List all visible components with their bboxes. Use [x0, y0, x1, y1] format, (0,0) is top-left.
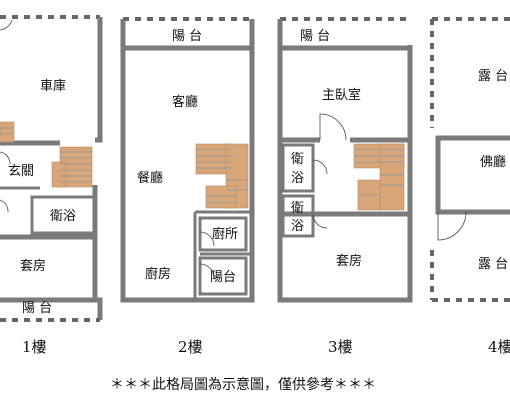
- room-shrine-label: 佛廳: [480, 154, 506, 170]
- floor-3-stairs: [353, 143, 405, 211]
- floor-1-wall: [92, 185, 103, 320]
- room-terrace-top-label: 露 台: [478, 69, 508, 84]
- room-dining-label: 餐廳: [137, 170, 163, 186]
- floor-3-door: [312, 159, 328, 175]
- floor-2-toilet-wall: [198, 216, 248, 252]
- room-terrace-bottom-label: 露 台: [478, 257, 508, 272]
- floor-3-door: [312, 213, 328, 229]
- floor-1-door: [0, 199, 9, 213]
- floor-4-plan: 露 台 佛廳 露 台 4樓: [430, 17, 510, 356]
- room-bath-bottom-label-1: 衛: [291, 201, 304, 216]
- floor-2-outer-wall: [120, 19, 255, 303]
- floor-3-bath-top-wall: [281, 143, 315, 193]
- room-balcony-label: 陽 台: [300, 29, 330, 44]
- floor-3-outer-wall: [277, 19, 413, 303]
- floor-3-plan: 陽 台 主臥室 衛 浴 衛 浴 套房 3樓: [277, 17, 413, 356]
- floor-2-door: [199, 231, 215, 247]
- room-suite-label: 套房: [20, 258, 46, 274]
- floor-1-door: [0, 19, 13, 31]
- floor-4-shrine-wall: [435, 135, 510, 215]
- room-small-balcony-label: 陽台: [210, 270, 236, 285]
- floor-2-door: [199, 263, 215, 279]
- floor-3-door: [319, 113, 347, 141]
- room-bath-top-label-1: 衛: [291, 152, 304, 167]
- floor-4-label: 4樓: [488, 338, 510, 356]
- floor-2-label: 2樓: [178, 338, 203, 356]
- floor-2-balcony-wall: [198, 256, 248, 296]
- room-bath-bottom-label-2: 浴: [291, 219, 304, 234]
- floor-1-label: 1樓: [22, 338, 47, 356]
- room-master-label: 主臥室: [322, 87, 361, 103]
- room-suite-label: 套房: [336, 253, 362, 269]
- room-bath-top-label-2: 浴: [291, 171, 304, 186]
- room-balcony-label: 陽 台: [22, 301, 52, 316]
- floor-1-door: [0, 151, 11, 165]
- room-kitchen-label: 廚房: [145, 266, 171, 282]
- room-garage-label: 車庫: [40, 79, 66, 94]
- floor-1-plan: 車庫 玄關 衛浴 套房 陽 台 1樓: [0, 15, 103, 356]
- floor-2-stairs: [195, 143, 249, 209]
- room-balcony-label: 陽 台: [172, 29, 202, 44]
- floor-2-plan: 陽 台 客廳 餐廳 廚所 廚房 陽台 2樓: [120, 17, 255, 356]
- floor-1-wall: [95, 17, 103, 143]
- room-bath-label: 衛浴: [50, 209, 76, 224]
- room-entrance-label: 玄關: [8, 164, 34, 179]
- room-toilet-label: 廚所: [212, 226, 238, 242]
- disclaimer-footnote: ＊＊＊此格局圖為示意圖，僅供參考＊＊＊: [110, 376, 376, 393]
- floor-1-stairs: [0, 121, 93, 188]
- floor-1-bath-wall: [30, 195, 96, 235]
- floor-3-label: 3樓: [328, 338, 353, 356]
- floor-4-door: [437, 211, 467, 241]
- room-living-label: 客廳: [172, 94, 198, 110]
